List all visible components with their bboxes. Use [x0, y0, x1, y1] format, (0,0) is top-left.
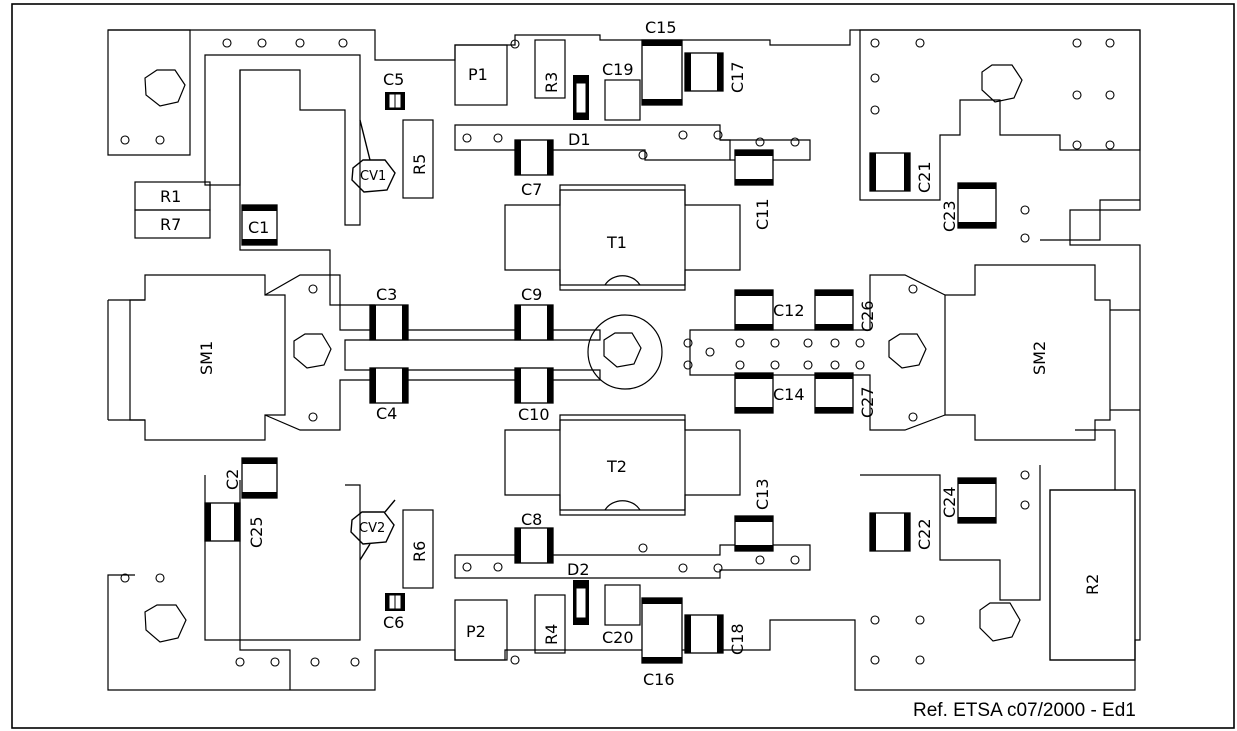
- mounting-hole-sm1: [293, 333, 332, 369]
- r7-body: [134, 209, 211, 239]
- capacitors: [204, 39, 997, 664]
- mounting-hole-tr: [981, 64, 1023, 103]
- r5-body: [402, 119, 434, 199]
- mounting-hole-br: [979, 602, 1021, 642]
- label-c8: C8: [521, 510, 542, 529]
- cv2-body: [350, 511, 395, 545]
- r4-body: [534, 594, 566, 654]
- mounting-hole-center: [603, 332, 642, 368]
- r2-body: [1049, 489, 1136, 661]
- label-c21: C21: [915, 161, 934, 193]
- via-holes: [120, 38, 1115, 667]
- label-c7: C7: [521, 180, 542, 199]
- label-c11: C11: [753, 198, 772, 230]
- label-p2: P2: [466, 622, 486, 641]
- label-c20: C20: [602, 628, 634, 647]
- label-c19: C19: [602, 60, 634, 79]
- label-c5: C5: [383, 70, 404, 89]
- label-r1: R1: [160, 187, 181, 206]
- label-c13: C13: [753, 478, 772, 510]
- mounting-hole-sm2: [888, 333, 927, 369]
- r3-body: [534, 39, 566, 99]
- label-r2: R2: [1083, 574, 1102, 595]
- label-t1: T1: [606, 233, 627, 252]
- label-r3: R3: [542, 72, 561, 93]
- reference-label: Ref. ETSA c07/2000 - Ed1: [913, 700, 1136, 721]
- label-t2: T2: [606, 457, 627, 476]
- mounting-hole-tl: [144, 69, 186, 107]
- label-r4: R4: [542, 624, 561, 645]
- r6-body: [402, 509, 434, 589]
- label-c16: C16: [643, 670, 675, 689]
- drawing-frame: [11, 3, 1235, 729]
- label-c23: C23: [940, 200, 959, 232]
- label-d2: D2: [567, 560, 590, 579]
- label-c10: C10: [518, 405, 550, 424]
- label-sm2: SM2: [1030, 341, 1049, 375]
- label-c2: C2: [223, 469, 242, 490]
- label-c27: C27: [858, 386, 877, 418]
- label-c17: C17: [728, 61, 747, 93]
- label-cv2: CV2: [359, 521, 385, 536]
- label-d1: D1: [568, 130, 591, 149]
- label-c18: C18: [728, 623, 747, 655]
- label-c25: C25: [247, 516, 266, 548]
- label-r6: R6: [410, 541, 429, 562]
- label-c14: C14: [773, 385, 805, 404]
- label-cv1: CV1: [360, 169, 386, 184]
- cv1-body: [351, 159, 396, 193]
- label-c15: C15: [645, 18, 677, 37]
- label-p1: P1: [468, 65, 488, 84]
- label-c1: C1: [248, 218, 269, 237]
- label-r5: R5: [410, 154, 429, 175]
- label-c24: C24: [940, 486, 959, 518]
- label-c12: C12: [773, 301, 805, 320]
- label-c3: C3: [376, 285, 397, 304]
- p2-body: [454, 599, 508, 661]
- label-c4: C4: [376, 404, 397, 423]
- label-c22: C22: [915, 518, 934, 550]
- label-sm1: SM1: [197, 341, 216, 375]
- p1-body: [454, 44, 508, 106]
- sm2-body: [944, 264, 1111, 441]
- label-c9: C9: [521, 285, 542, 304]
- mounting-hole-bl: [144, 604, 187, 643]
- board-outline-top: [107, 29, 1141, 691]
- label-r7: R7: [160, 215, 181, 234]
- label-c6: C6: [383, 613, 404, 632]
- label-c26: C26: [858, 300, 877, 332]
